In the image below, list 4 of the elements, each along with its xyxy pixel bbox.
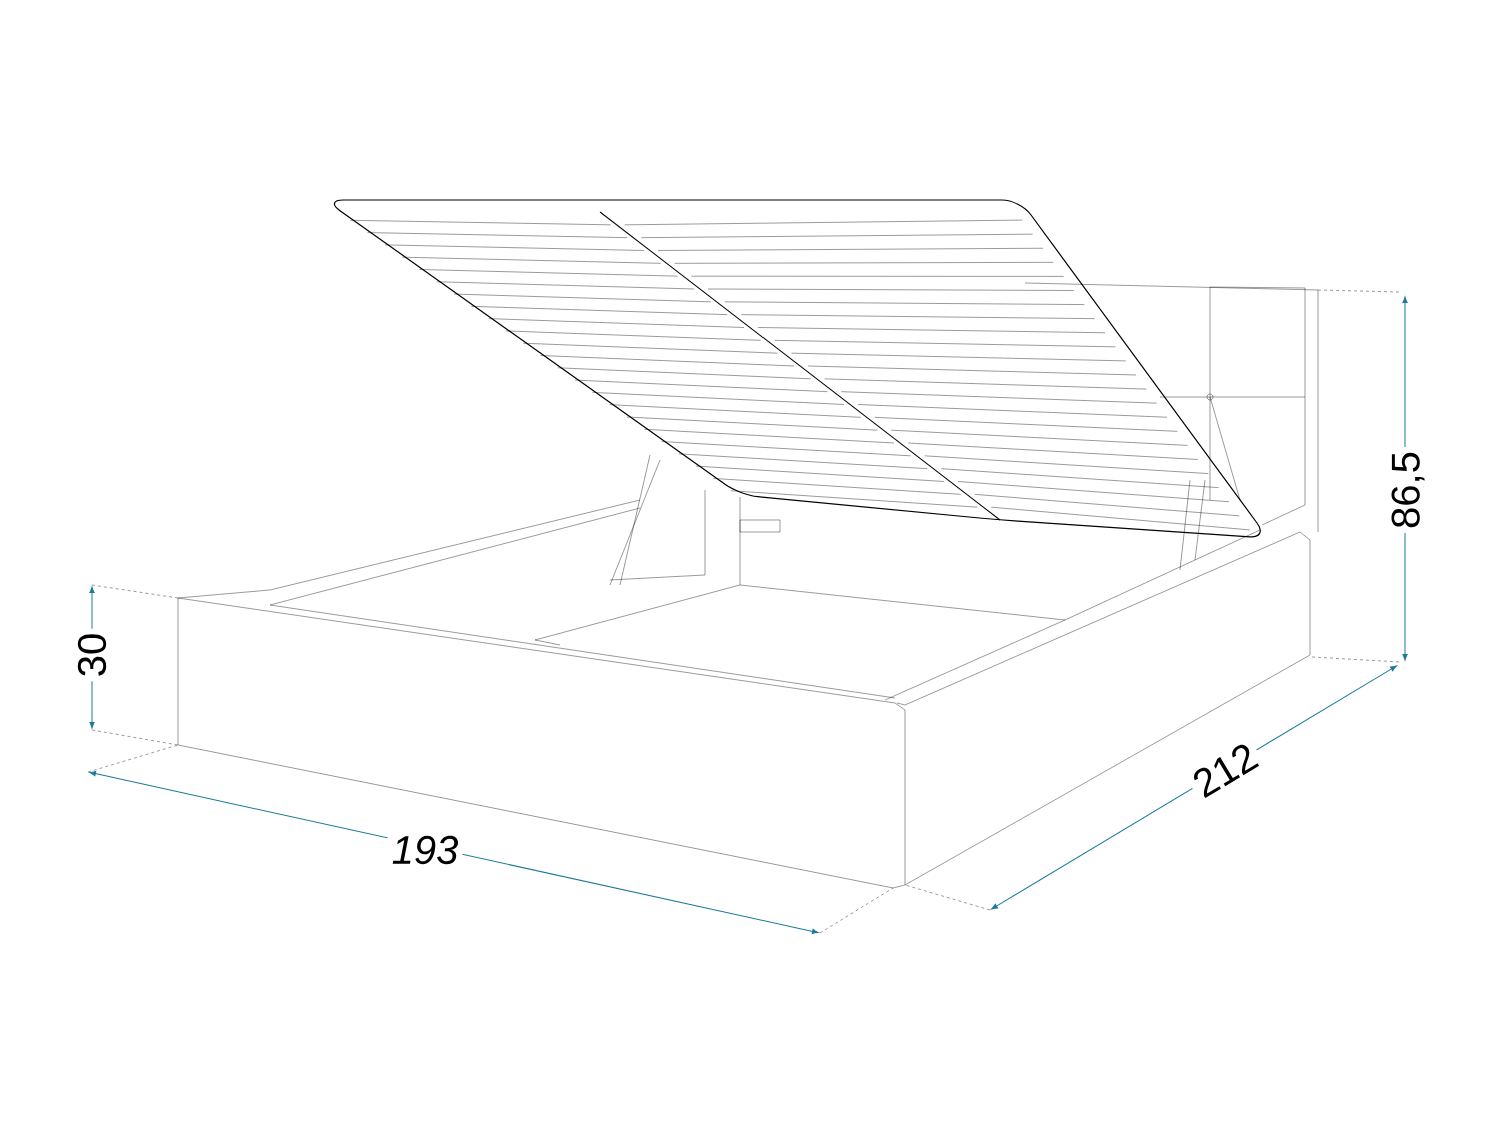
dimension-label: 193 <box>387 831 463 869</box>
dimension-label: 86,5 <box>1387 447 1429 533</box>
dimension-label: 212 <box>1183 735 1267 805</box>
dimension-label: 30 <box>73 628 111 682</box>
